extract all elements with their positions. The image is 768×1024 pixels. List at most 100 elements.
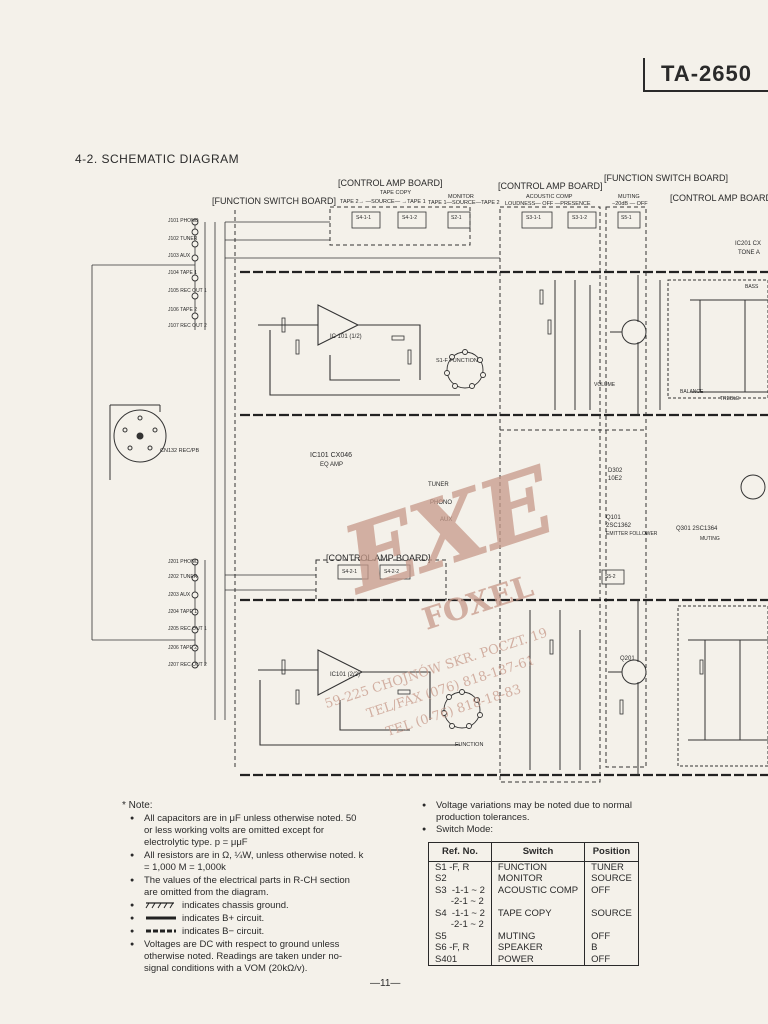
table-cell: MONITOR bbox=[490, 873, 585, 885]
note-item: indicates B− circuit. bbox=[130, 926, 365, 938]
function-position-aux: AUX bbox=[440, 517, 452, 523]
balance-label: BALANCE bbox=[680, 389, 704, 395]
switch-id: S3-1-1 bbox=[526, 215, 541, 221]
notes-heading: * Note: bbox=[122, 800, 153, 811]
note-item: Voltages are DC with respect to ground u… bbox=[130, 939, 365, 975]
function-label: FUNCTION bbox=[455, 742, 483, 748]
jack-label: J101 PHONO bbox=[168, 218, 199, 224]
ic101-other-label: IC101 (2/2) bbox=[330, 672, 360, 678]
table-header: Switch bbox=[490, 842, 585, 862]
note-item: All capacitors are in μF unless otherwis… bbox=[130, 813, 365, 849]
ic101-label: IC101 CX046 bbox=[310, 452, 352, 459]
note-item: The values of the electrical parts in R-… bbox=[130, 875, 365, 899]
board-label-control-amp: [CONTROL AMP BOARD] bbox=[338, 178, 443, 188]
chassis-ground-icon bbox=[145, 902, 174, 909]
function-position-tuner: TUNER bbox=[428, 482, 449, 488]
ic101-half-label: IC 101 (1/2) bbox=[330, 334, 362, 340]
switch-header-monitor: MONITOR bbox=[448, 194, 474, 200]
section-title: 4-2. SCHEMATIC DIAGRAM bbox=[75, 152, 240, 166]
board-label-function-switch-2: [FUNCTION SWITCH BOARD] bbox=[604, 173, 728, 183]
switch-header-acoustic-comp: ACOUSTIC COMP bbox=[526, 194, 573, 200]
bass-label: BASS bbox=[745, 284, 759, 290]
jack-label: J102 TUNER bbox=[168, 236, 198, 242]
model-number: TA-2650 bbox=[643, 58, 768, 92]
jack-label: J104 TAPE 1 bbox=[168, 270, 197, 276]
table-cell: SPEAKER bbox=[490, 942, 585, 954]
jack-label: J103 AUX bbox=[168, 253, 191, 259]
d302-label: D302 bbox=[608, 468, 623, 474]
switch-header-muting-sub: −20dB — OFF bbox=[612, 201, 648, 207]
table-cell: B bbox=[584, 942, 639, 954]
switch-header-monitor-sub: TAPE 1—SOURCE—TAPE 2 bbox=[428, 200, 500, 206]
table-cell: ACOUSTIC COMP bbox=[490, 884, 585, 908]
note-text: indicates chassis ground. bbox=[182, 900, 289, 911]
board-label-control-amp-4: [CONTROL AMP BOARD] bbox=[326, 553, 431, 563]
volume-label: VOLUME bbox=[594, 382, 616, 388]
function-switch-label: S1-F FUNCTION bbox=[436, 358, 478, 364]
jack-label: J204 TAPE 1 bbox=[168, 609, 197, 615]
ic201-desc: TONE A bbox=[738, 250, 760, 256]
jack-label: J207 REC OUT 2 bbox=[168, 662, 207, 668]
ic101-desc: EQ AMP bbox=[320, 462, 343, 468]
table-cell: S4 -1-1 ~ 2 -2-1 ~ 2 bbox=[435, 907, 485, 931]
switch-header-muting: MUTING bbox=[618, 194, 640, 200]
note-text: indicates B− circuit. bbox=[182, 926, 265, 937]
switch-id: S3-1-2 bbox=[572, 215, 587, 221]
switch-header-tape-copy-sub: TAPE 2→ —SOURCE— →TAPE 1 bbox=[340, 199, 426, 205]
switch-id: S4-2-2 bbox=[384, 569, 399, 575]
ic201-label: IC201 CX bbox=[735, 241, 761, 247]
table-cell: TAPE COPY bbox=[490, 907, 585, 931]
table-cell: S3 -1-1 ~ 2 -2-1 ~ 2 bbox=[435, 884, 485, 908]
table-cell: S2 bbox=[435, 873, 447, 884]
table-cell: MUTING bbox=[490, 930, 585, 942]
table-header: Position bbox=[584, 842, 639, 862]
board-label-control-amp-2: [CONTROL AMP BOARD] bbox=[498, 181, 603, 191]
b-plus-line-icon bbox=[146, 916, 176, 920]
note-item: indicates chassis ground. bbox=[130, 900, 365, 912]
q301-label: Q301 2SC1364 bbox=[676, 526, 718, 532]
table-cell: SOURCE bbox=[584, 907, 639, 931]
jack-label: J201 PHONO bbox=[168, 559, 199, 565]
switch-id: S4-1-1 bbox=[356, 215, 371, 221]
switch-id: S5-2 bbox=[605, 574, 616, 580]
q101-part: 2SC1362 bbox=[606, 523, 632, 529]
q301-desc: MUTING bbox=[700, 536, 720, 542]
note-item: indicates B+ circuit. bbox=[130, 913, 365, 925]
jack-label: J106 TAPE 2 bbox=[168, 307, 197, 313]
table-cell: S5 bbox=[435, 930, 447, 942]
switch-id: S5-1 bbox=[621, 215, 632, 221]
function-position-phono: PHONO bbox=[430, 500, 452, 506]
treble-label: TREBLE bbox=[720, 396, 740, 402]
page-number: —11— bbox=[370, 978, 401, 989]
switch-id: S4-1-2 bbox=[402, 215, 417, 221]
connector-label: CN132 REC/PB bbox=[160, 448, 199, 454]
note-text: indicates B+ circuit. bbox=[182, 913, 265, 924]
table-cell: TUNER bbox=[584, 861, 639, 873]
table-cell: S6 -F, R bbox=[435, 942, 470, 953]
schematic-diagram: [FUNCTION SWITCH BOARD] [CONTROL AMP BOA… bbox=[91, 173, 768, 783]
q101-label: Q101 bbox=[606, 515, 621, 521]
table-cell: SOURCE bbox=[584, 873, 639, 885]
board-label-function-switch: [FUNCTION SWITCH BOARD] bbox=[212, 196, 336, 206]
table-cell: OFF bbox=[584, 930, 639, 942]
jack-label: J203 AUX bbox=[168, 592, 191, 598]
table-cell: OFF bbox=[584, 953, 639, 966]
note-item: All resistors are in Ω, ¼W, unless other… bbox=[130, 850, 365, 874]
table-cell: OFF bbox=[584, 884, 639, 908]
jack-label: J107 REC OUT 2 bbox=[168, 323, 207, 329]
switch-header-tape-copy: TAPE COPY bbox=[380, 190, 411, 196]
table-header: Ref. No. bbox=[428, 842, 492, 862]
switch-id: S4-2-1 bbox=[342, 569, 357, 575]
d302-part: 10E2 bbox=[608, 476, 623, 482]
board-label-control-amp-3: [CONTROL AMP BOARD] bbox=[670, 193, 768, 203]
switch-id: S2-1 bbox=[451, 215, 462, 221]
jack-label: J206 TAPE 2 bbox=[168, 645, 197, 651]
table-cell: POWER bbox=[490, 953, 585, 966]
